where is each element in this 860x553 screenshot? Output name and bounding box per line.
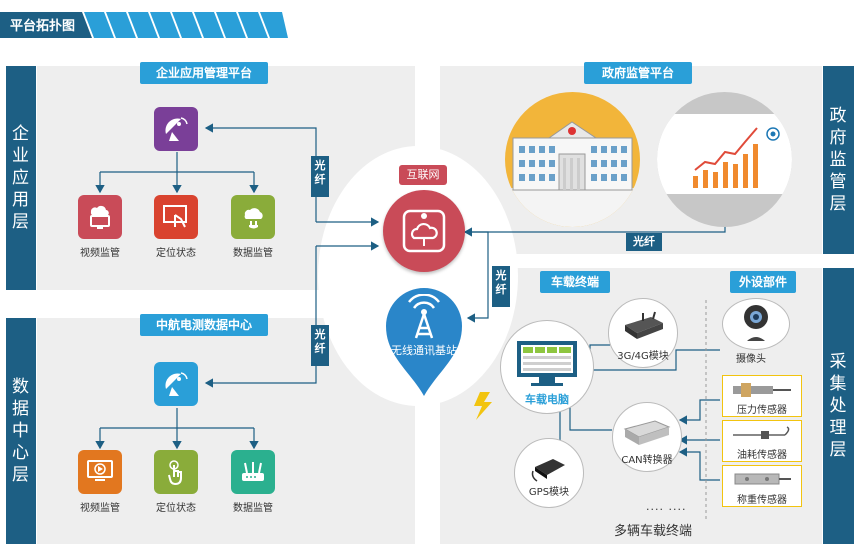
fiber-label-gov: 光纤	[626, 233, 662, 251]
gov-building-circle	[505, 92, 640, 227]
fiber-text: 光纤	[633, 235, 655, 248]
internet-label-tag: 互联网	[399, 165, 447, 185]
peripheral-title: 外设部件	[730, 271, 796, 293]
datacenter-satellite-node[interactable]	[154, 362, 198, 406]
government-building-icon	[505, 121, 640, 227]
side-label-datacenter: 数据中心层	[12, 377, 30, 485]
enterprise-item-label: 定位状态	[156, 248, 196, 259]
datacenter-location-tile[interactable]	[154, 450, 198, 494]
satellite-dish-icon	[165, 372, 188, 396]
cloud-network-icon	[402, 209, 446, 253]
pressure-sensor-icon	[733, 383, 791, 397]
pressure-sensor-box[interactable]: 压力传感器	[722, 375, 802, 417]
datacenter-item-label: 数据监管	[233, 503, 273, 514]
side-label-collection: 采集处理层	[829, 352, 848, 460]
datacenter-video-tile[interactable]	[78, 450, 122, 494]
module-3g4g-label: 3G/4G模块	[617, 351, 669, 362]
enterprise-item-label: 视频监管	[80, 248, 120, 259]
camera-icon	[744, 305, 768, 341]
monitor-cloud-icon	[90, 205, 110, 229]
fuel-label: 油耗传感器	[737, 450, 787, 461]
router-icon	[242, 462, 264, 481]
side-tab-enterprise: 企业应用层	[6, 66, 36, 290]
side-tab-datacenter: 数据中心层	[6, 318, 36, 544]
touch-hand-icon	[168, 460, 182, 486]
page-title: 平台拓扑图	[10, 19, 76, 34]
fuel-sensor-icon	[733, 426, 790, 439]
fiber-text: 光纤	[314, 328, 326, 355]
header-stripes	[0, 12, 288, 38]
vehicle-terminal-title: 车载终端	[540, 271, 610, 293]
weight-label: 称重传感器	[737, 495, 787, 506]
lightning-bolt	[474, 392, 492, 420]
enterprise-satellite-node[interactable]	[154, 107, 198, 151]
fuel-sensor-box[interactable]: 油耗传感器	[722, 420, 802, 462]
cloud-plug-icon	[244, 208, 263, 229]
station-pin-shape	[386, 288, 462, 396]
fiber-label-bottom: 光纤	[311, 325, 329, 366]
government-title: 政府监管平台	[584, 62, 692, 84]
datacenter-data-tile[interactable]	[231, 450, 275, 494]
camera-circle[interactable]	[722, 298, 790, 350]
gps-label: GPS模块	[528, 487, 570, 498]
datacenter-title: 中航电测数据中心	[140, 314, 268, 336]
fiber-text: 光纤	[495, 269, 507, 296]
module-3g4g-circle[interactable]: 3G/4G模块	[608, 298, 678, 368]
fiber-label-top: 光纤	[311, 156, 329, 197]
enterprise-location-tile[interactable]	[154, 195, 198, 239]
side-label-government: 政府监管层	[829, 106, 848, 214]
modem-icon	[625, 311, 663, 339]
gov-chart-circle	[657, 92, 792, 227]
can-converter-circle[interactable]: CAN转换器	[612, 402, 682, 472]
station-label: 无线通讯基站	[391, 344, 457, 357]
touch-screen-icon	[163, 205, 187, 228]
weight-sensor-box[interactable]: 称重传感器	[722, 465, 802, 507]
internet-node[interactable]	[383, 190, 465, 272]
can-label: CAN转换器	[621, 455, 673, 466]
side-label-enterprise: 企业应用层	[12, 124, 30, 232]
enterprise-item-label: 数据监管	[233, 248, 273, 259]
camera-label: 摄像头	[736, 354, 766, 365]
fiber-text: 光纤	[314, 159, 326, 186]
enterprise-data-tile[interactable]	[231, 195, 275, 239]
converter-box-icon	[623, 420, 671, 445]
satellite-dish-icon	[165, 117, 188, 141]
internet-label: 互联网	[406, 168, 440, 181]
enterprise-video-tile[interactable]	[78, 195, 122, 239]
pressure-label: 压力传感器	[737, 405, 787, 416]
fiber-label-right: 光纤	[492, 266, 510, 307]
antenna-tower-icon	[408, 294, 440, 339]
ellipsis-dots: .... ....	[646, 500, 687, 513]
side-tab-government: 政府监管层	[823, 66, 854, 254]
gps-antenna-icon	[531, 459, 565, 482]
video-monitor-icon	[87, 460, 113, 481]
trend-chart-icon	[657, 114, 792, 194]
station-node[interactable]: 无线通讯基站	[383, 286, 465, 398]
weight-sensor-icon	[734, 473, 791, 485]
datacenter-item-label: 视频监管	[80, 503, 120, 514]
computer-monitor-icon	[517, 341, 577, 386]
datacenter-item-label: 定位状态	[156, 503, 196, 514]
vehicle-computer-circle[interactable]: 车载电脑	[500, 320, 594, 414]
header-bar: 平台拓扑图	[0, 12, 290, 38]
enterprise-title: 企业应用管理平台	[140, 62, 268, 84]
side-tab-collection: 采集处理层	[823, 268, 854, 544]
computer-label: 车载电脑	[525, 393, 569, 406]
gps-module-circle[interactable]: GPS模块	[514, 438, 584, 508]
multi-vehicle-label: 多辆车载终端	[614, 524, 693, 539]
